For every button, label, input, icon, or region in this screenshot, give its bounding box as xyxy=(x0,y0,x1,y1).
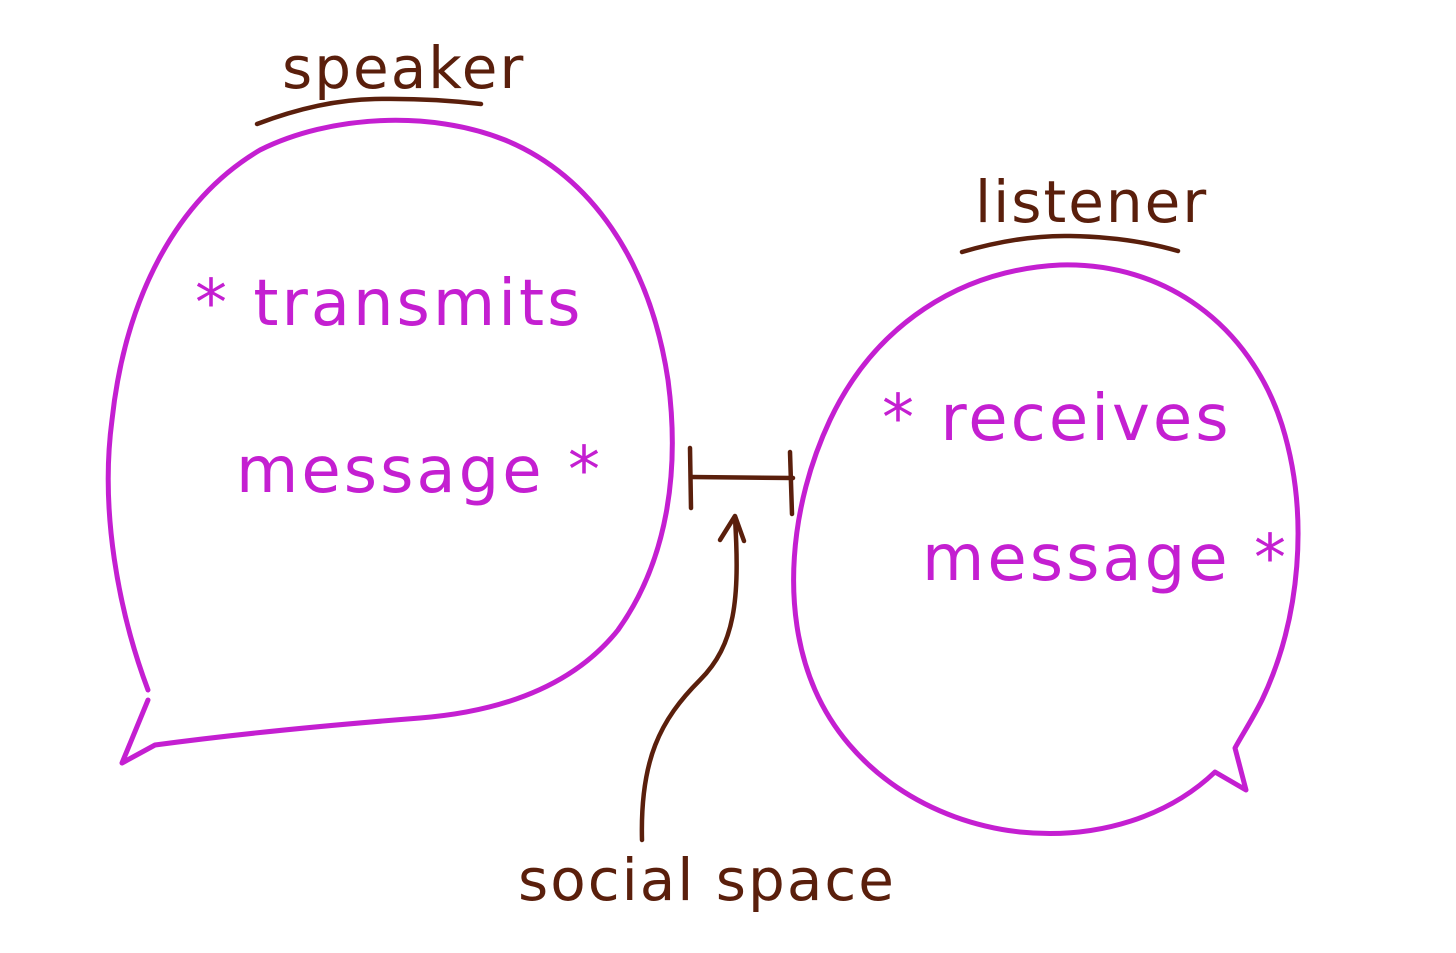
gap-arrow-shaft xyxy=(639,515,739,843)
gap-arrow-head xyxy=(717,513,747,544)
speaker-line-1: * transmits xyxy=(195,267,583,341)
gap-bracket-right-tick xyxy=(787,449,795,517)
listener-speech-bubble xyxy=(791,262,1301,836)
speaker-line-2: message * xyxy=(236,434,603,508)
listener-label: listener xyxy=(975,168,1208,236)
listener-line-1: * receives xyxy=(882,382,1232,456)
gap-bracket-bar xyxy=(688,474,796,481)
gap-bracket xyxy=(687,445,796,517)
speaker-speech-bubble xyxy=(105,117,675,766)
listener-underline xyxy=(959,233,1181,255)
speaker-underline xyxy=(254,96,484,127)
gap-label: social space xyxy=(518,846,896,914)
speaker-label: speaker xyxy=(282,34,525,102)
listener-line-2: message * xyxy=(922,522,1289,596)
